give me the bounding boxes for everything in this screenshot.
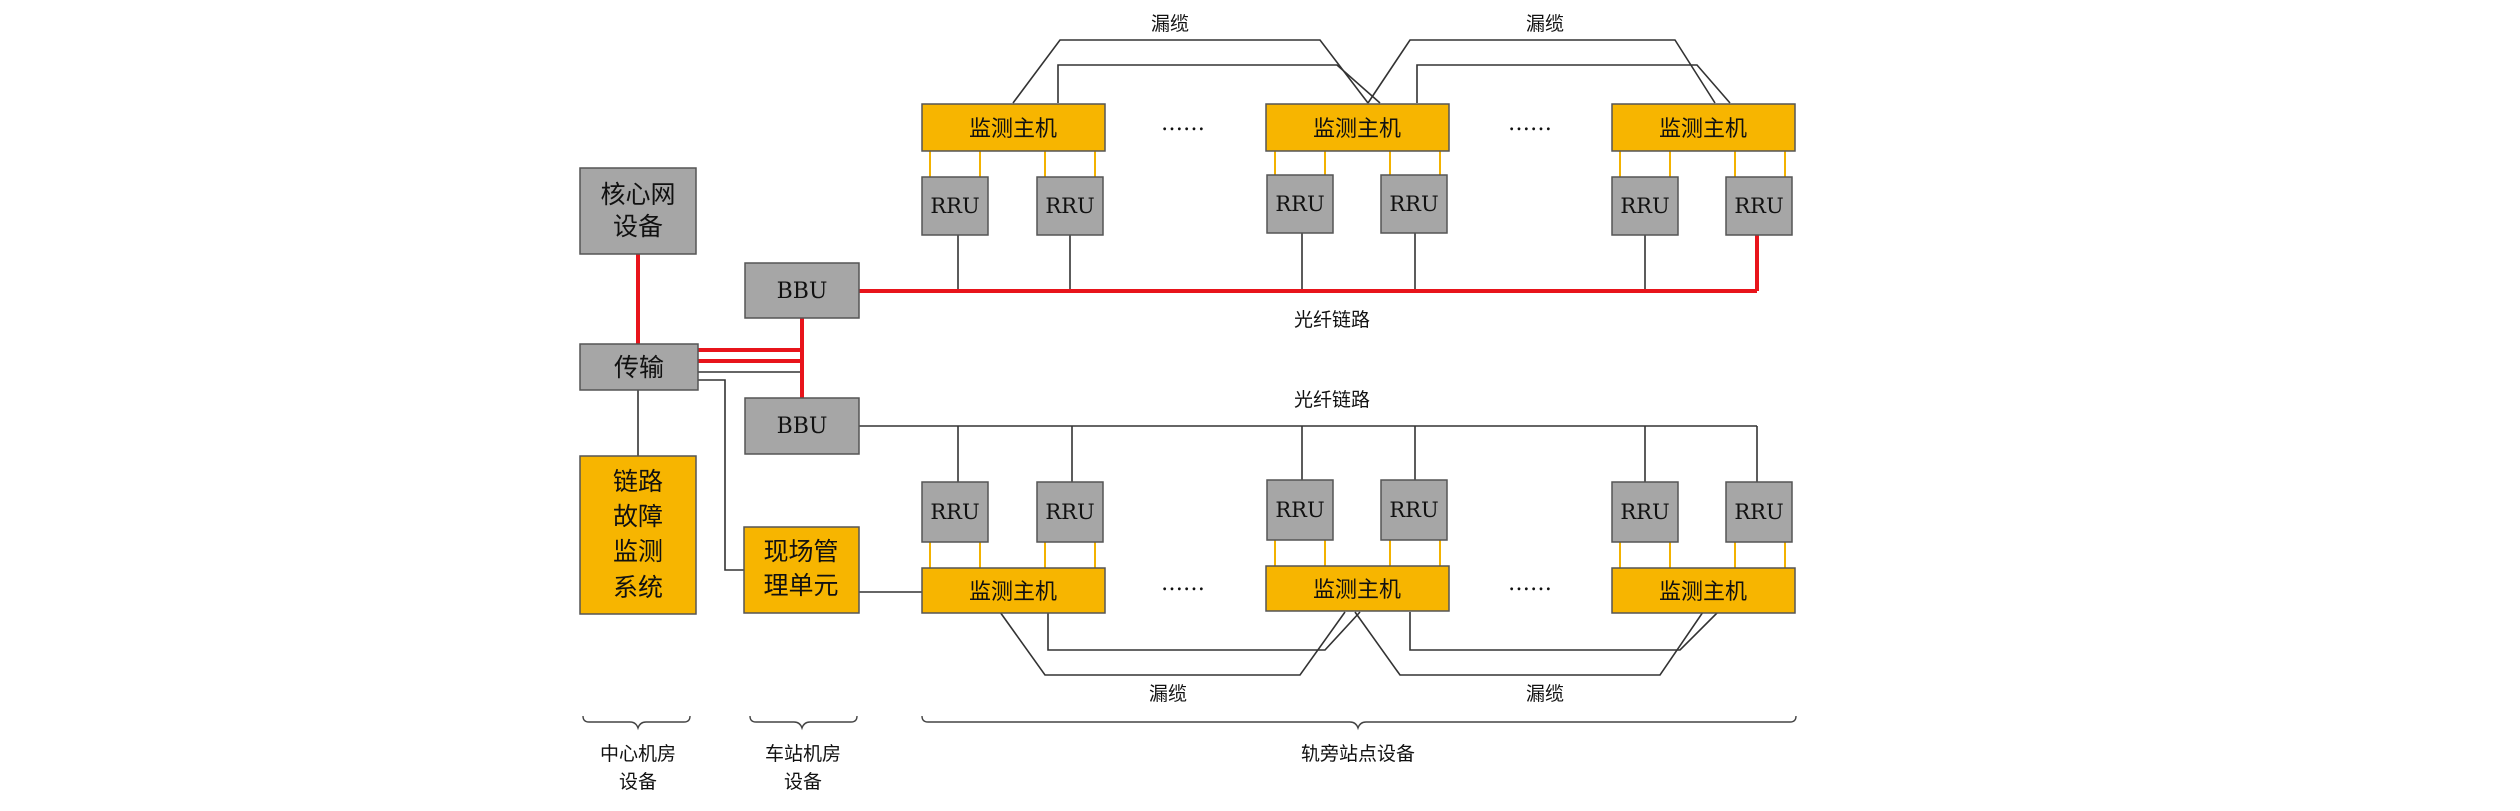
transmission-label: 传输 — [614, 353, 664, 382]
site-manager-label-2: 理单元 — [763, 571, 838, 600]
bbu-bottom-label: BBU — [777, 414, 828, 439]
rru-label: RRU — [1734, 194, 1783, 218]
leaky-cable-label-bottom-1: 漏缆 — [1149, 683, 1187, 705]
group-braces — [582, 715, 1797, 731]
monitor-host-label: 监测主机 — [1659, 580, 1747, 605]
rru-label: RRU — [1045, 194, 1094, 218]
ellipsis-top-2: …… — [1508, 111, 1552, 136]
monitor-host-top-1[interactable]: 监测主机 — [921, 103, 1106, 152]
rru-label: RRU — [1620, 194, 1669, 218]
rru-label: RRU — [1275, 192, 1324, 216]
monitor-host-bottom-1[interactable]: 监测主机 — [921, 567, 1106, 614]
rru-label: RRU — [1734, 500, 1783, 524]
rru-bottom-5[interactable]: RRU — [1611, 481, 1679, 543]
group-center-label-1: 中心机房 — [600, 743, 676, 765]
group-center-label-2: 设备 — [619, 771, 657, 793]
monitor-host-top-2[interactable]: 监测主机 — [1265, 103, 1450, 152]
rru-top-6[interactable]: RRU — [1725, 176, 1793, 236]
rru-bottom-4[interactable]: RRU — [1380, 479, 1448, 541]
rru-label: RRU — [1045, 500, 1094, 524]
group-trackside-label: 轨旁站点设备 — [1301, 743, 1415, 765]
rru-top-3[interactable]: RRU — [1266, 174, 1334, 234]
rru-bottom-1[interactable]: RRU — [921, 481, 989, 543]
rru-label: RRU — [930, 500, 979, 524]
site-manager-box[interactable]: 现场管 理单元 — [743, 526, 860, 614]
rru-top-4[interactable]: RRU — [1380, 174, 1448, 234]
ellipsis-bottom-1: …… — [1161, 571, 1205, 596]
fault-system-label-1: 链路 — [613, 467, 663, 496]
rru-label: RRU — [930, 194, 979, 218]
leaky-cable-label-bottom-2: 漏缆 — [1526, 683, 1564, 705]
fiber-link-label-bottom: 光纤链路 — [1294, 389, 1370, 411]
bbu-bottom-box[interactable]: BBU — [744, 397, 860, 455]
thin-links — [637, 39, 1758, 676]
ellipsis-top-1: …… — [1161, 111, 1205, 136]
monitor-host-bottom-3[interactable]: 监测主机 — [1611, 567, 1796, 614]
rru-label: RRU — [1389, 192, 1438, 216]
rru-top-5[interactable]: RRU — [1611, 176, 1679, 236]
core-network-label-2: 设备 — [613, 212, 663, 241]
leaky-cable-label-top-2: 漏缆 — [1526, 13, 1564, 35]
transmission-box[interactable]: 传输 — [579, 343, 699, 391]
fault-monitor-system-box[interactable]: 链路 故障 监测 系统 — [579, 455, 697, 615]
red-links — [636, 235, 1759, 398]
rru-top-1[interactable]: RRU — [921, 176, 989, 236]
monitor-host-bottom-2[interactable]: 监测主机 — [1265, 565, 1450, 612]
bbu-top-box[interactable]: BBU — [744, 262, 860, 319]
monitor-host-label: 监测主机 — [969, 580, 1057, 605]
fault-system-label-4: 系统 — [613, 573, 663, 602]
group-station-label-2: 设备 — [784, 771, 822, 793]
core-network-box[interactable]: 核心网 设备 — [579, 167, 697, 255]
rru-label: RRU — [1620, 500, 1669, 524]
rru-label: RRU — [1275, 498, 1324, 522]
monitor-host-label: 监测主机 — [969, 117, 1057, 142]
rru-label: RRU — [1389, 498, 1438, 522]
group-station-label-1: 车站机房 — [765, 743, 841, 765]
rru-top-2[interactable]: RRU — [1036, 176, 1104, 236]
core-network-label-1: 核心网 — [600, 180, 675, 209]
monitor-host-label: 监测主机 — [1313, 578, 1401, 603]
rru-bottom-6[interactable]: RRU — [1725, 481, 1793, 543]
bbu-top-label: BBU — [777, 279, 828, 304]
monitor-host-label: 监测主机 — [1659, 117, 1747, 142]
ellipsis-bottom-2: …… — [1508, 571, 1552, 596]
fault-system-label-2: 故障 — [613, 502, 663, 531]
gold-links — [929, 151, 1786, 568]
fault-system-label-3: 监测 — [613, 537, 663, 566]
rru-bottom-2[interactable]: RRU — [1036, 481, 1104, 543]
monitor-host-top-3[interactable]: 监测主机 — [1611, 103, 1796, 152]
site-manager-label-1: 现场管 — [763, 537, 838, 566]
monitor-host-label: 监测主机 — [1313, 117, 1401, 142]
leaky-cable-label-top-1: 漏缆 — [1151, 13, 1189, 35]
rru-bottom-3[interactable]: RRU — [1266, 479, 1334, 541]
fiber-link-label-top: 光纤链路 — [1294, 309, 1370, 331]
